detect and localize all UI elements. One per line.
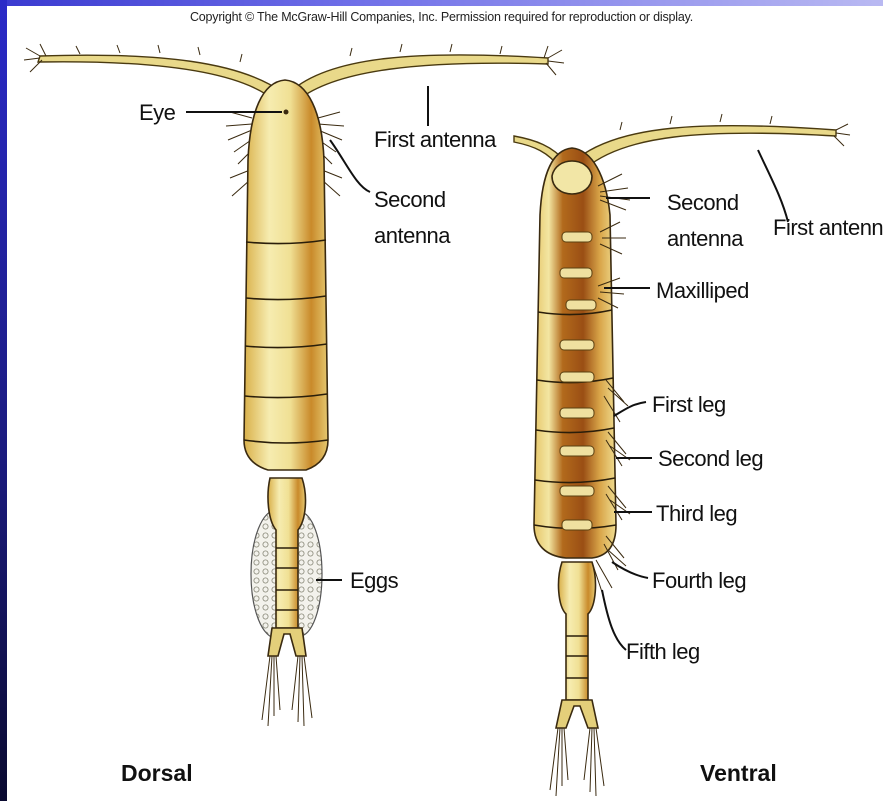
view-title-ventral: Ventral (700, 760, 777, 786)
label-eye: Eye (139, 100, 176, 125)
label-fourth-leg: Fourth leg (652, 568, 746, 593)
label-second-antenna-ventral-line2: antenna (667, 226, 744, 251)
label-second-antenna-ventral-line1: Second (667, 190, 739, 215)
dorsal-furca (268, 628, 306, 656)
label-fifth-leg: Fifth leg (626, 639, 700, 664)
labels: Eye First antenna Second antenna Eggs Se… (121, 100, 883, 786)
ventral-furca (556, 700, 598, 728)
ventral-head (552, 161, 592, 194)
ventral-caudal-setae (550, 728, 604, 796)
ventral-first-antenna-right (578, 126, 836, 168)
label-first-antenna-dorsal: First antenna (374, 127, 497, 152)
label-third-leg: Third leg (656, 501, 737, 526)
label-first-antenna-ventral: First antenna (773, 215, 883, 240)
dorsal-eye (284, 110, 289, 115)
dorsal-first-antenna-left (38, 55, 282, 100)
label-second-antenna-dorsal-line2: antenna (374, 223, 451, 248)
label-maxilliped: Maxilliped (656, 278, 749, 303)
label-second-leg: Second leg (658, 446, 763, 471)
label-first-leg: First leg (652, 392, 726, 417)
label-eggs: Eggs (350, 568, 399, 593)
dorsal-caudal-setae (262, 656, 312, 726)
dorsal-first-antenna-right (290, 55, 548, 100)
view-title-dorsal: Dorsal (121, 760, 193, 786)
ventral-urosome (559, 562, 596, 700)
dorsal-cephalothorax (244, 80, 328, 470)
label-second-antenna-dorsal-line1: Second (374, 187, 446, 212)
